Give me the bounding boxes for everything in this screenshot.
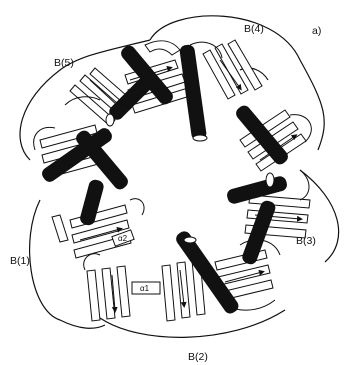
domain-label-b4: B(4) xyxy=(244,23,264,35)
domain-label-b3: B(3) xyxy=(296,235,316,247)
domain-b1-strands xyxy=(52,199,144,321)
panel-label: a) xyxy=(312,25,321,37)
helix-caps xyxy=(106,114,274,243)
domain-label-b5: B(5) xyxy=(54,57,74,69)
domain-label-b2: B(2) xyxy=(188,351,208,363)
helix-label-alpha1: α1 xyxy=(140,284,150,293)
domain-b5-strands xyxy=(34,68,135,178)
helix-label-alpha2: α2 xyxy=(118,234,128,243)
domain-label-b1: B(1) xyxy=(10,255,30,267)
